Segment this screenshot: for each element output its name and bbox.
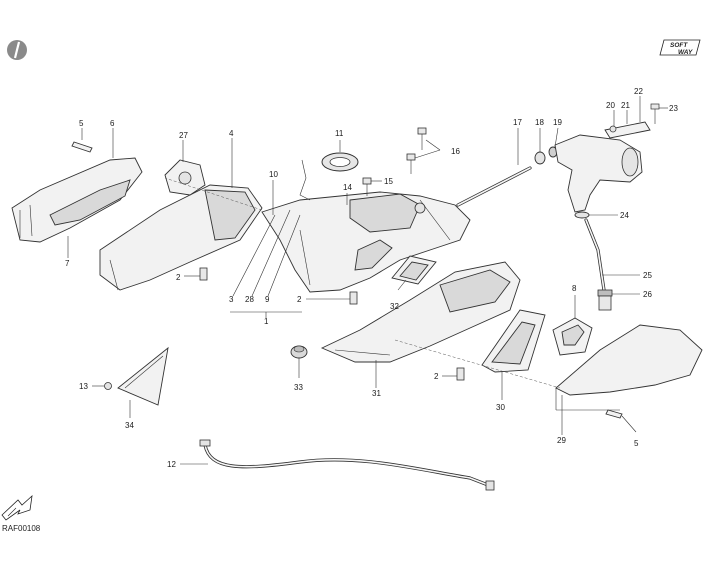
callout-5-right: 5 xyxy=(634,439,639,448)
callout-3: 3 xyxy=(229,295,234,304)
callout-10: 10 xyxy=(269,170,278,179)
orientation-arrow-icon xyxy=(1,494,33,521)
part-13-grommet xyxy=(104,382,112,390)
callout-12: 12 xyxy=(167,460,176,469)
screw-2-right xyxy=(456,367,465,381)
part-31-lower-duct xyxy=(320,261,521,363)
callout-30: 30 xyxy=(496,403,505,412)
callout-20: 20 xyxy=(606,101,615,110)
part-27-bracket xyxy=(164,159,206,196)
part-32-filter xyxy=(391,255,437,285)
callout-17: 17 xyxy=(513,118,522,127)
dashed-guide-1 xyxy=(394,339,561,389)
callout-16: 16 xyxy=(451,147,460,156)
brand-logo: SOFT WAY xyxy=(659,39,701,56)
callout-18: 18 xyxy=(535,118,544,127)
screw-5-left xyxy=(71,128,93,153)
callout-34: 34 xyxy=(125,421,134,430)
part-29-shroud xyxy=(555,324,703,411)
callout-33: 33 xyxy=(294,383,303,392)
callout-2-right: 2 xyxy=(434,372,439,381)
callout-25: 25 xyxy=(643,271,652,280)
part-4-intake-duct xyxy=(99,184,263,291)
airbox-fitting xyxy=(414,202,426,214)
screw-2-left xyxy=(199,267,208,281)
callout-labels: 1 2 2 2 3 4 5 5 6 7 8 9 10 11 12 13 14 1… xyxy=(65,87,678,469)
callout-21: 21 xyxy=(621,101,630,110)
callout-27: 27 xyxy=(179,131,188,140)
section-badge-icon xyxy=(7,40,27,60)
reference-code: RAF00108 xyxy=(2,524,41,533)
callout-13: 13 xyxy=(79,382,88,391)
tank-bracket xyxy=(604,103,660,139)
part-clip xyxy=(299,159,311,201)
callout-1: 1 xyxy=(264,317,269,326)
part-30-cover xyxy=(481,309,546,373)
callout-6: 6 xyxy=(110,119,115,128)
part-7-duct xyxy=(11,157,143,243)
leaders-group-1 xyxy=(230,209,302,318)
part-11-seal xyxy=(321,152,359,172)
callout-23: 23 xyxy=(669,104,678,113)
part-24-clamp xyxy=(574,211,590,219)
leader-19 xyxy=(554,127,559,148)
callout-4: 4 xyxy=(229,129,234,138)
callout-2-center: 2 xyxy=(297,295,302,304)
airbox-housing xyxy=(261,191,471,293)
leader-32 xyxy=(397,279,407,291)
callout-26: 26 xyxy=(643,290,652,299)
leader-5b xyxy=(621,415,637,433)
expansion-tank xyxy=(554,134,643,213)
callout-15: 15 xyxy=(384,177,393,186)
dashed-guide-2 xyxy=(164,177,263,211)
callout-7: 7 xyxy=(65,259,70,268)
callout-32: 32 xyxy=(390,302,399,311)
part-34-panel xyxy=(117,346,169,406)
part-18-clamp xyxy=(534,151,546,165)
part-8-boot xyxy=(552,317,593,356)
part-16-bolts xyxy=(406,127,441,174)
part-12-hose xyxy=(199,439,495,491)
callout-11: 11 xyxy=(335,129,344,138)
callout-5-left: 5 xyxy=(79,119,84,128)
callout-14: 14 xyxy=(343,183,352,192)
callout-24: 24 xyxy=(620,211,629,220)
logo-line-1: SOFT xyxy=(670,42,688,49)
screw-5-right xyxy=(605,409,623,419)
logo-line-2: WAY xyxy=(678,49,693,56)
callout-28: 28 xyxy=(245,295,254,304)
callout-2-left: 2 xyxy=(176,273,181,282)
callout-31: 31 xyxy=(372,389,381,398)
part-25-hose xyxy=(584,218,606,292)
callout-19: 19 xyxy=(553,118,562,127)
callout-8: 8 xyxy=(572,284,577,293)
part-33-grommet xyxy=(290,345,308,359)
part-26-cap xyxy=(597,289,613,311)
callout-9: 9 xyxy=(265,295,270,304)
callout-22: 22 xyxy=(634,87,643,96)
screw-2-center xyxy=(349,291,358,305)
callout-29: 29 xyxy=(557,436,566,445)
part-17-hose xyxy=(456,166,532,207)
